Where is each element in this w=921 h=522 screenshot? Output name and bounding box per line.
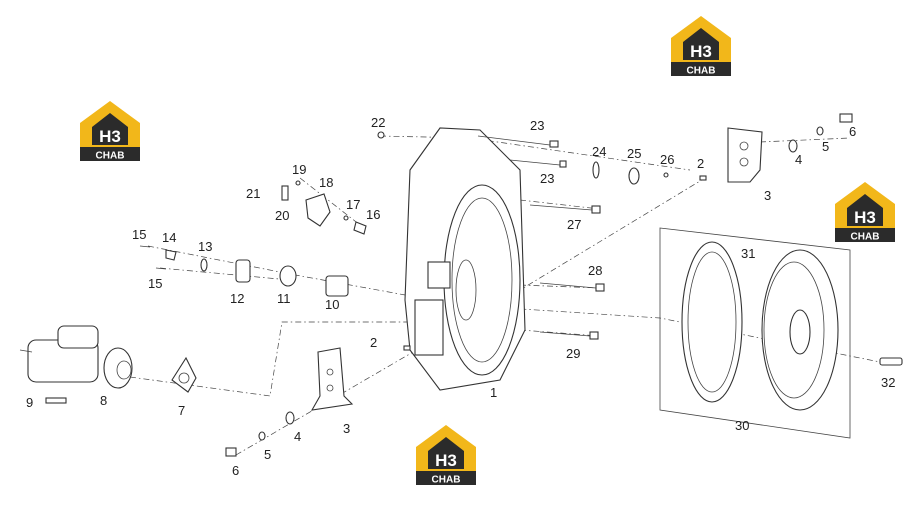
- clips-16-17: [343, 215, 367, 235]
- flywheel-assembly-frame: [659, 227, 851, 439]
- callout-5: 5: [822, 139, 829, 154]
- logo-name: CHAB: [432, 475, 461, 486]
- logo-mark: H3: [435, 451, 457, 470]
- hardware-lower: [225, 411, 295, 457]
- callout-2: 2: [697, 156, 704, 171]
- callout-6: 6: [232, 463, 239, 478]
- logo-name: CHAB: [96, 151, 125, 162]
- flywheel-bolt: [879, 357, 903, 366]
- callout-23: 23: [540, 171, 554, 186]
- callout-5: 5: [264, 447, 271, 462]
- callout-30: 30: [735, 418, 749, 433]
- callout-22: 22: [371, 115, 385, 130]
- ring-gear: [681, 241, 743, 403]
- callout-4: 4: [294, 429, 301, 444]
- small-parts-left: [45, 245, 349, 404]
- long-bolts: [377, 131, 605, 340]
- callout-15: 15: [148, 276, 162, 291]
- flywheel: [761, 249, 839, 411]
- callout-18: 18: [319, 175, 333, 190]
- bracket-lower: [310, 347, 354, 411]
- callout-25: 25: [627, 146, 641, 161]
- starter-gasket: [171, 356, 197, 393]
- callout-14: 14: [162, 230, 176, 245]
- logo-name: CHAB: [851, 232, 880, 243]
- callout-1: 1: [490, 385, 497, 400]
- callout-17: 17: [346, 197, 360, 212]
- hardware-upper: [788, 113, 853, 153]
- callout-19: 19: [292, 162, 306, 177]
- callout-8: 8: [100, 393, 107, 408]
- callout-10: 10: [325, 297, 339, 312]
- callout-4: 4: [795, 152, 802, 167]
- callout-6: 6: [849, 124, 856, 139]
- watermark-logo-right: H3 CHAB: [835, 182, 895, 243]
- callout-11: 11: [277, 291, 291, 306]
- logo-mark: H3: [99, 127, 121, 146]
- callout-31: 31: [741, 246, 755, 261]
- callout-15: 15: [132, 227, 146, 242]
- flywheel-housing: [404, 127, 526, 391]
- callout-24: 24: [592, 144, 606, 159]
- watermark-logo-bottom: H3 CHAB: [416, 425, 476, 486]
- watermark-logo-top: H3 CHAB: [671, 16, 731, 77]
- starter-motor: [19, 325, 133, 389]
- bracket-upper: [727, 127, 763, 183]
- watermark-logo-left: H3 CHAB: [80, 101, 140, 162]
- callout-labels: 1 2 2 3 3 4 4 5 5 6 6 7 8 9 10 11 12 13 …: [26, 115, 895, 478]
- callout-3: 3: [764, 188, 771, 203]
- callout-21: 21: [246, 186, 260, 201]
- fittings-24-26: [403, 161, 707, 351]
- logo-mark: H3: [690, 42, 712, 61]
- callout-9: 9: [26, 395, 33, 410]
- cover-plate: [281, 180, 331, 227]
- logo-mark: H3: [854, 208, 876, 227]
- callout-7: 7: [178, 403, 185, 418]
- callout-32: 32: [881, 375, 895, 390]
- logo-name: CHAB: [687, 66, 716, 77]
- callout-28: 28: [588, 263, 602, 278]
- callout-29: 29: [566, 346, 580, 361]
- callout-3: 3: [343, 421, 350, 436]
- callout-2: 2: [370, 335, 377, 350]
- callout-27: 27: [567, 217, 581, 232]
- callout-20: 20: [275, 208, 289, 223]
- callout-13: 13: [198, 239, 212, 254]
- callout-26: 26: [660, 152, 674, 167]
- callout-16: 16: [366, 207, 380, 222]
- callout-23: 23: [530, 118, 544, 133]
- callout-12: 12: [230, 291, 244, 306]
